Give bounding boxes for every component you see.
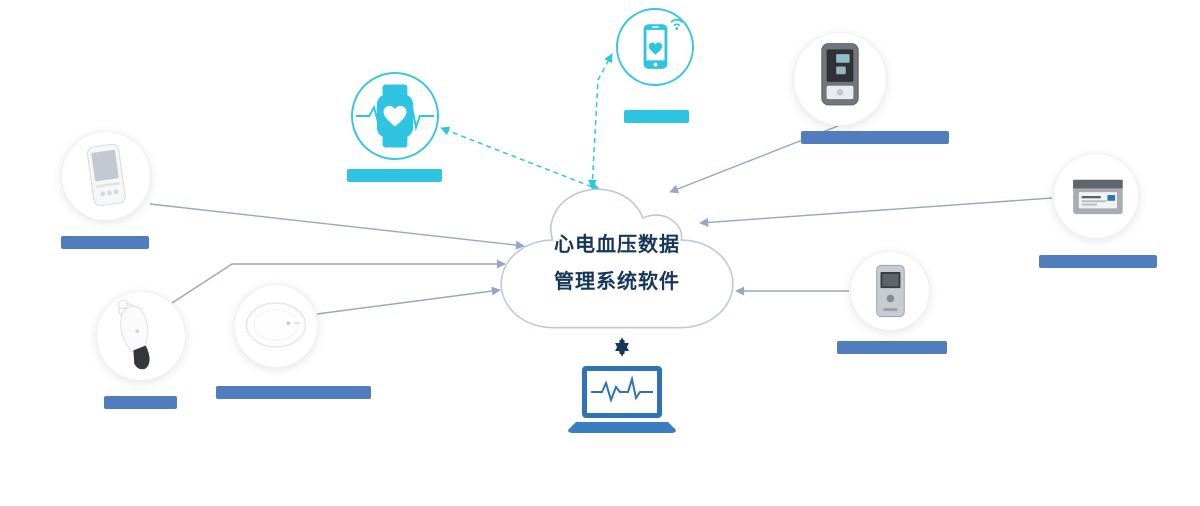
ecg-recorder-photo [876, 264, 905, 318]
ecg-patch-photo [245, 302, 307, 348]
ecg-recorder-node [850, 251, 930, 331]
ecg-recorder-label [837, 341, 947, 354]
handheld-ecg-photo [86, 143, 126, 207]
ear-device-photo [118, 299, 150, 370]
smartwatch-heart-icon [355, 84, 435, 148]
smartwatch-label [347, 169, 442, 182]
cloud-shape [496, 170, 738, 332]
ecg-device-box-label [1039, 255, 1157, 268]
blood-pressure-monitor-label [801, 131, 949, 144]
cloud-title-line2: 管理系统软件 [554, 271, 680, 293]
cloud-system: 心电血压数据 管理系统软件 [496, 170, 738, 332]
ecg-device-box-photo [1073, 179, 1123, 215]
connector-patch-to-cloud [316, 286, 501, 315]
connector-box-to-cloud [699, 197, 1053, 227]
blood-pressure-monitor-photo [821, 43, 859, 106]
ecg-device-box-node [1053, 153, 1139, 239]
smartwatch-node [351, 72, 439, 160]
handheld-ecg-label [61, 236, 149, 249]
laptop-ecg-waveform-icon [568, 366, 676, 433]
blood-pressure-monitor-node [793, 32, 887, 126]
cloud-title: 心电血压数据 管理系统软件 [496, 227, 738, 301]
ear-ecg-device-label [104, 396, 177, 409]
smartphone-node [616, 8, 694, 86]
connector-handheld-to-cloud [149, 203, 525, 250]
ear-ecg-device-node [96, 291, 186, 381]
ecg-patch-label [216, 386, 371, 399]
laptop-workstation [560, 364, 684, 440]
connector-cloud-to-watch [440, 126, 601, 192]
cloud-title-line1: 心电血压数据 [554, 234, 680, 256]
handheld-ecg-node [61, 131, 151, 221]
connector-ear-to-cloud [171, 259, 506, 304]
smartphone-heart-wifi-icon [643, 18, 684, 69]
ecg-patch-node [234, 284, 318, 368]
connector-cloud-to-phone [587, 53, 613, 189]
smartphone-label [624, 110, 689, 123]
